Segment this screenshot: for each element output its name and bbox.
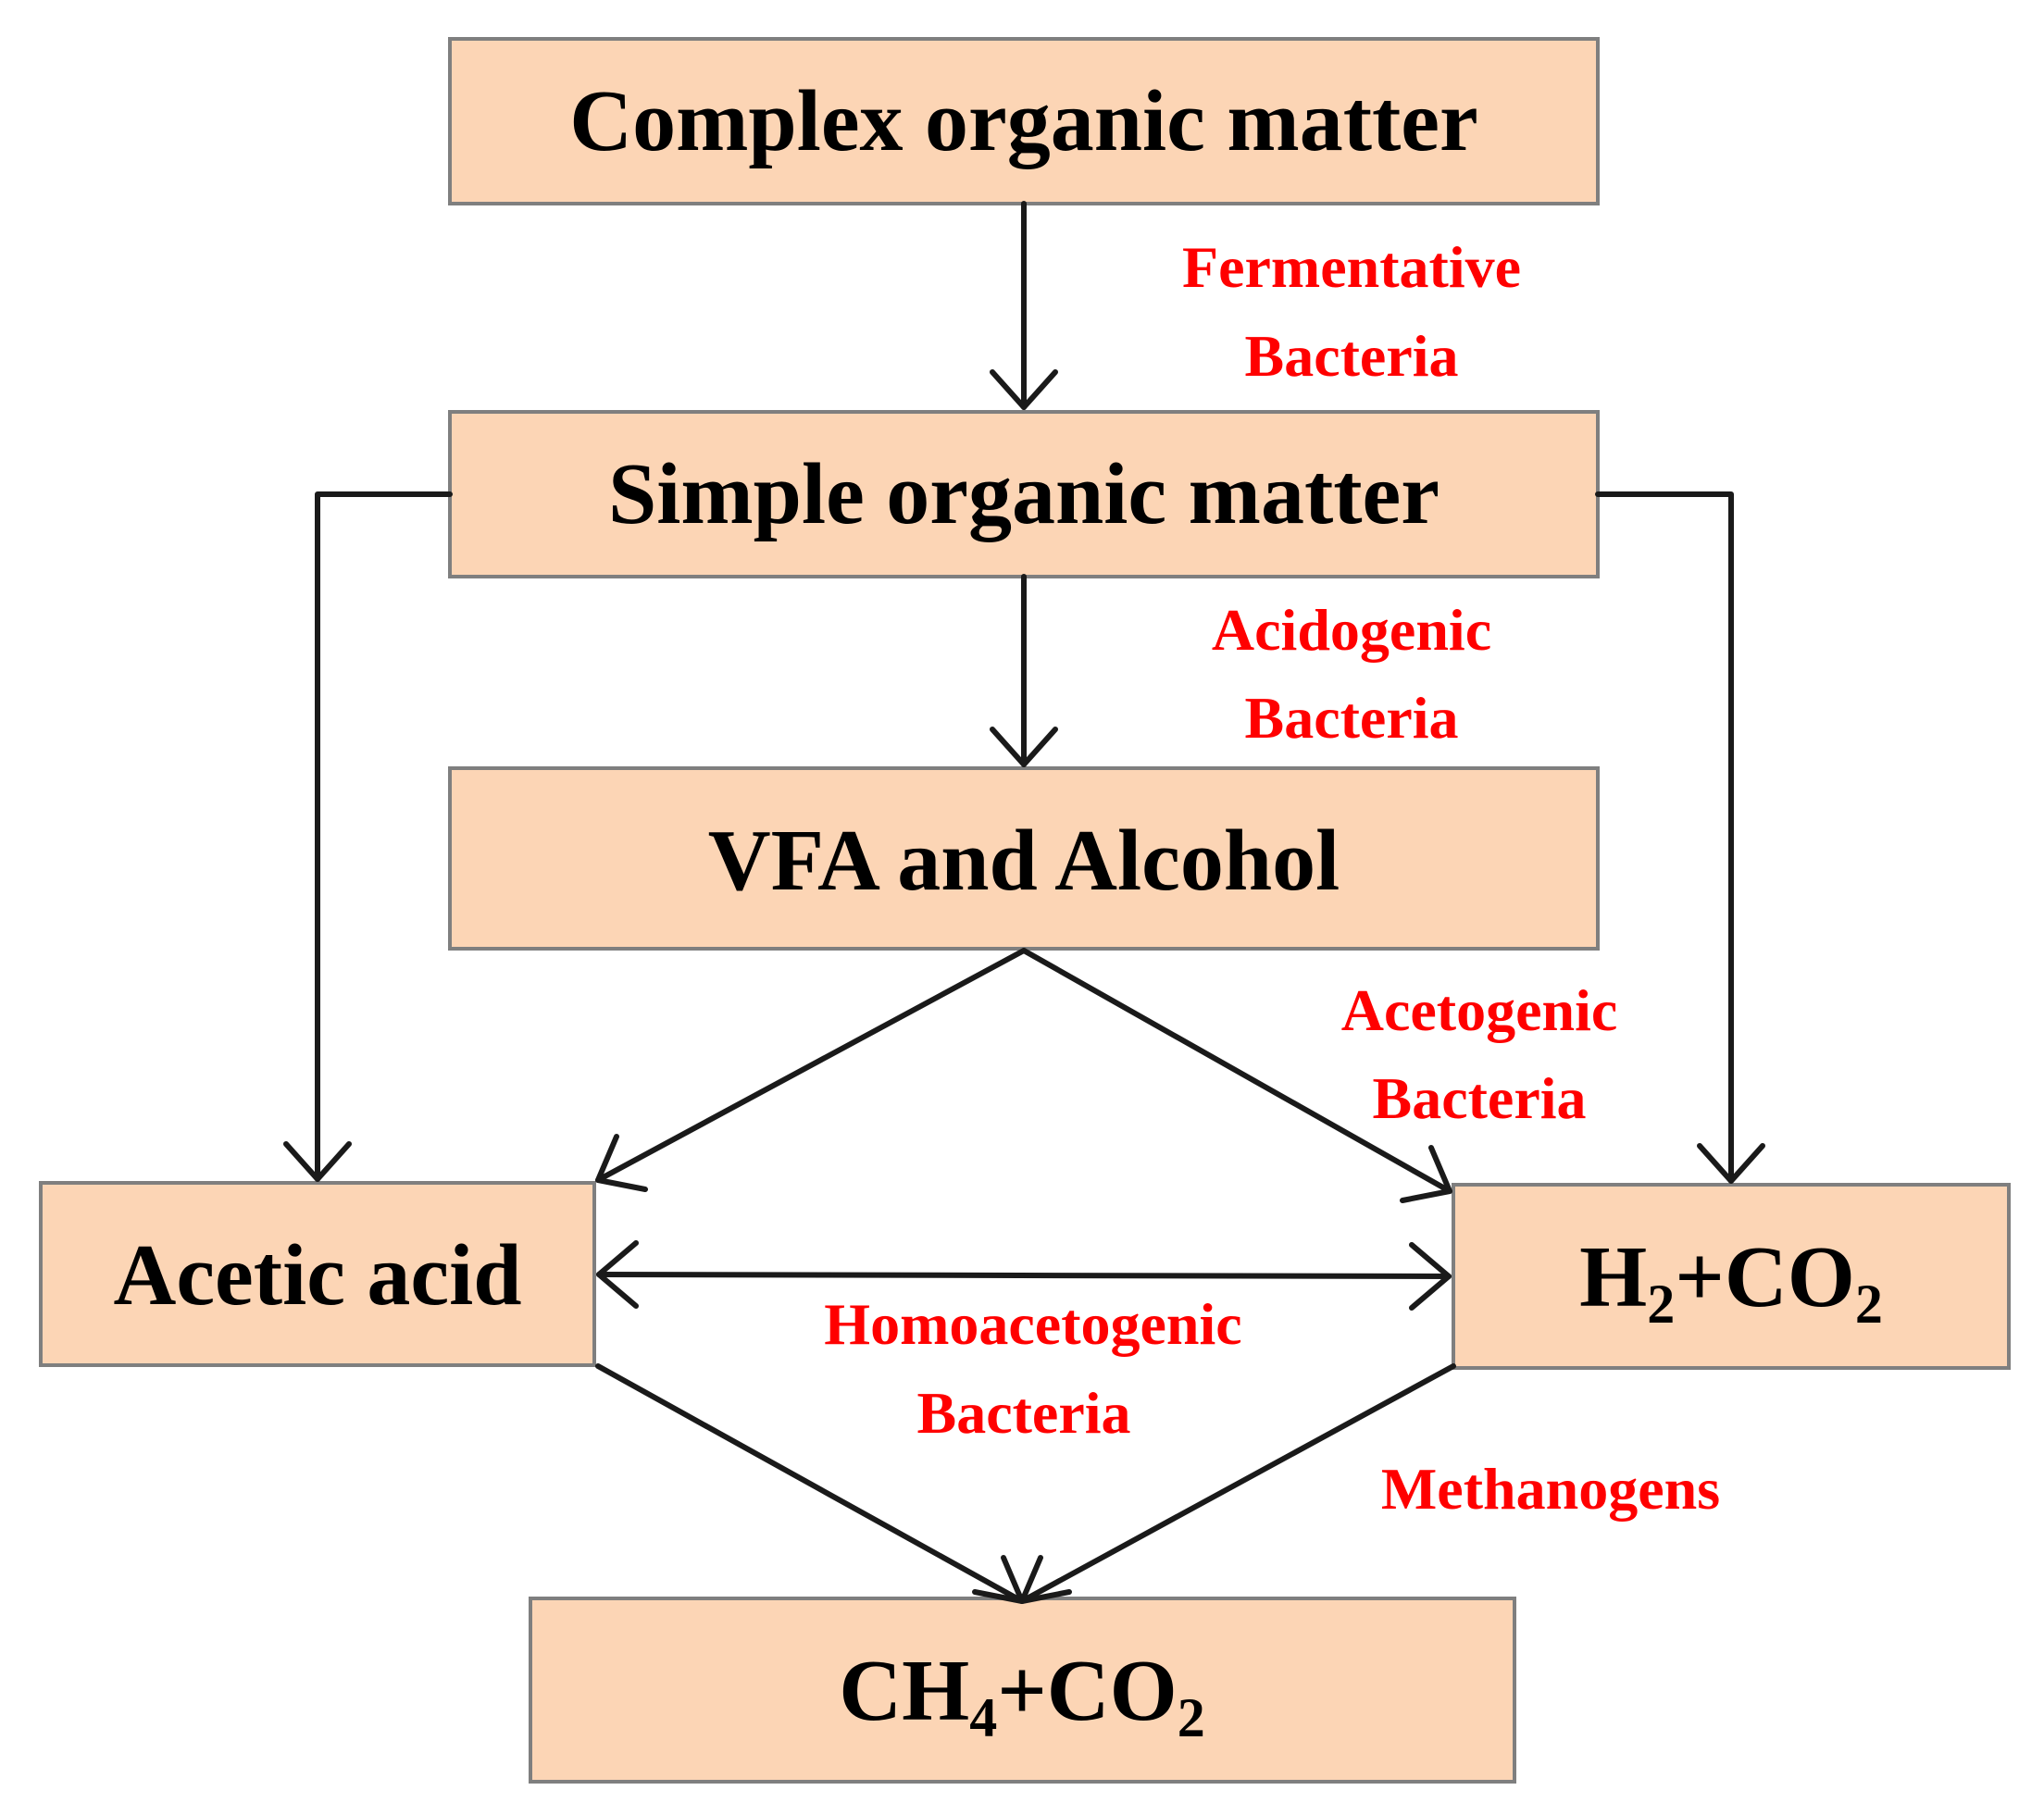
svg-text:Bacteria: Bacteria xyxy=(1245,323,1459,389)
node-h2-co2: H2+CO2 xyxy=(1452,1183,2011,1370)
edge-vfa-to-h2co2 xyxy=(1021,948,1452,1203)
node-complex-organic-matter: Complex organic matter xyxy=(448,37,1600,205)
label-methanogens: Methanogens xyxy=(1381,1456,1720,1522)
svg-text:Homoacetogenic: Homoacetogenic xyxy=(824,1291,1241,1357)
edge-simple-to-h2co2 xyxy=(1595,491,1765,1184)
svg-text:Acetogenic: Acetogenic xyxy=(1341,977,1618,1043)
node-vfa-and-alcohol: VFA and Alcohol xyxy=(448,766,1600,951)
node-complex-label: Complex organic matter xyxy=(569,73,1478,169)
label-acetogenic-bacteria: Acetogenic Bacteria xyxy=(1341,977,1618,1131)
svg-text:Methanogens: Methanogens xyxy=(1381,1456,1720,1522)
node-simple-organic-matter: Simple organic matter xyxy=(448,410,1600,578)
label-homoacetogenic-bacteria: Homoacetogenic Bacteria xyxy=(824,1291,1241,1446)
edge-h2co2-to-ch4co2 xyxy=(1019,1363,1456,1604)
edge-simple-to-acetic xyxy=(283,491,453,1182)
node-ch4-co2-label: CH4+CO2 xyxy=(839,1643,1205,1748)
node-acetic-acid: Acetic acid xyxy=(39,1181,596,1367)
svg-text:Bacteria: Bacteria xyxy=(917,1380,1131,1446)
node-acetic-label: Acetic acid xyxy=(113,1227,521,1324)
edge-simple-to-vfa xyxy=(990,574,1058,767)
node-h2-co2-label: H2+CO2 xyxy=(1579,1229,1883,1335)
edge-complex-to-simple xyxy=(990,201,1058,410)
svg-text:Acidogenic: Acidogenic xyxy=(1212,597,1491,663)
edge-acetic-h2co2-bidirectional xyxy=(596,1240,1452,1311)
edge-vfa-to-acetic xyxy=(595,948,1027,1192)
svg-text:Fermentative: Fermentative xyxy=(1182,234,1521,300)
node-ch4-co2: CH4+CO2 xyxy=(529,1597,1516,1784)
node-vfa-label: VFA and Alcohol xyxy=(708,813,1340,909)
label-fermentative-bacteria: Fermentative Bacteria xyxy=(1182,234,1521,389)
node-simple-label: Simple organic matter xyxy=(608,446,1440,542)
svg-text:Bacteria: Bacteria xyxy=(1373,1065,1587,1131)
label-acidogenic-bacteria: Acidogenic Bacteria xyxy=(1212,597,1491,751)
svg-text:Bacteria: Bacteria xyxy=(1245,685,1459,751)
